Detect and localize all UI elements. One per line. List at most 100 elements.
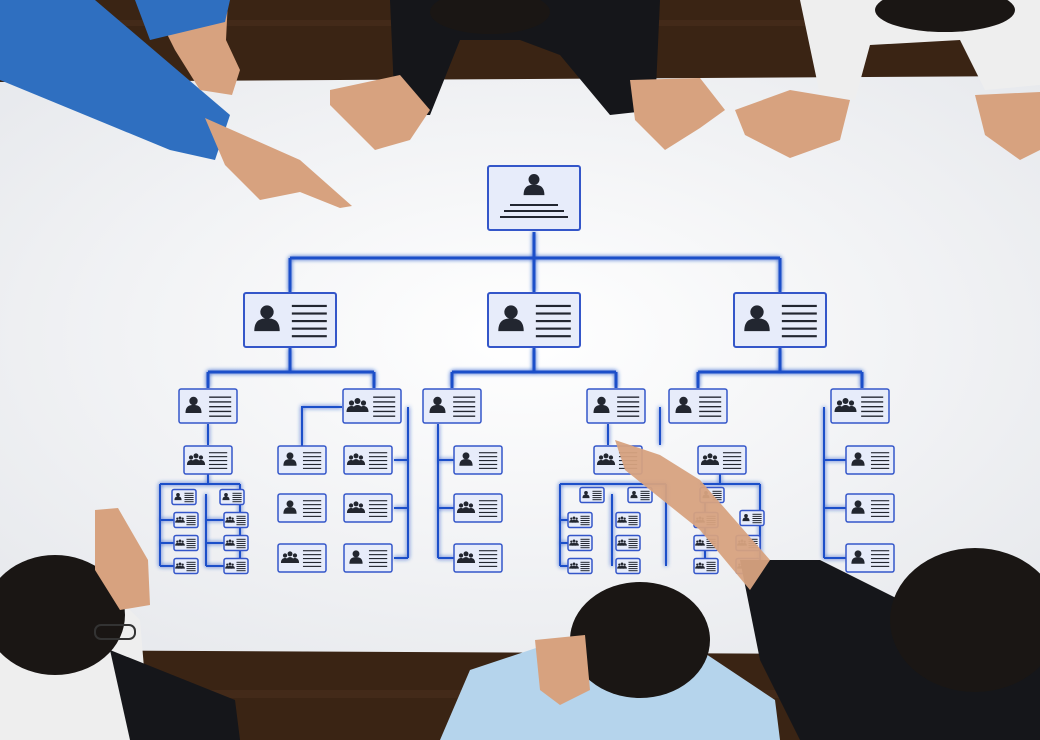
staff-card xyxy=(277,445,327,475)
member-card xyxy=(173,557,199,575)
member-card xyxy=(615,534,641,552)
member-card xyxy=(223,511,249,529)
text-lines-icon xyxy=(209,396,232,417)
text-lines-icon xyxy=(640,490,650,501)
manager-card-center xyxy=(487,292,581,348)
text-lines-icon xyxy=(628,561,638,572)
member-card xyxy=(739,509,765,527)
member-card xyxy=(579,486,605,504)
person-top-left-blue-shirt xyxy=(0,0,352,208)
text-lines-icon xyxy=(628,538,638,549)
member-card xyxy=(173,511,199,529)
text-lines-icon xyxy=(628,515,638,526)
text-lines-icon xyxy=(368,500,388,517)
text-lines-icon xyxy=(186,561,196,572)
text-lines-icon xyxy=(232,492,242,503)
person-top-center-black-shirt xyxy=(330,0,725,150)
connector-branch-3 xyxy=(696,348,864,388)
member-card xyxy=(615,557,641,575)
staff-card xyxy=(845,445,895,475)
team-lead-card xyxy=(178,388,238,424)
person-bottom-left-glasses xyxy=(0,508,240,740)
top-executive-card xyxy=(487,165,581,231)
staff-card xyxy=(183,445,233,475)
text-lines-icon xyxy=(184,492,194,503)
connector-sub-1a xyxy=(159,424,241,566)
person-bottom-center-light-blue-shirt xyxy=(440,582,780,740)
text-lines-icon xyxy=(236,561,246,572)
text-lines-icon xyxy=(186,538,196,549)
staff-card xyxy=(845,543,895,573)
text-lines-icon xyxy=(500,204,568,218)
connector-sub-3a xyxy=(659,407,761,566)
member-card xyxy=(567,557,593,575)
text-lines-icon xyxy=(580,561,590,572)
connector-manager-drops xyxy=(288,258,782,292)
text-lines-icon xyxy=(302,452,322,469)
text-lines-icon xyxy=(236,515,246,526)
text-lines-icon xyxy=(580,515,590,526)
text-lines-icon xyxy=(302,550,322,567)
text-lines-icon xyxy=(302,500,322,517)
member-card xyxy=(627,486,653,504)
team-lead-card xyxy=(668,388,728,424)
staff-card xyxy=(697,445,747,475)
team-lead-card xyxy=(342,388,402,424)
text-lines-icon xyxy=(781,304,817,338)
text-lines-icon xyxy=(535,304,571,338)
connector-sub-1c xyxy=(301,406,409,559)
connector-sub-1b xyxy=(160,494,224,567)
connector-branch-1 xyxy=(206,348,376,388)
person-top-right-white-shirt xyxy=(735,0,1040,160)
text-lines-icon xyxy=(870,452,890,469)
connector-sub-2a xyxy=(437,424,455,559)
text-lines-icon xyxy=(478,452,498,469)
member-card xyxy=(223,534,249,552)
text-lines-icon xyxy=(580,538,590,549)
text-lines-icon xyxy=(722,452,742,469)
text-lines-icon xyxy=(478,500,498,517)
connector-sub-3b xyxy=(823,407,848,559)
text-lines-icon xyxy=(617,396,640,417)
text-lines-icon xyxy=(870,550,890,567)
member-card xyxy=(615,511,641,529)
staff-card xyxy=(845,493,895,523)
text-lines-icon xyxy=(752,513,762,524)
staff-card xyxy=(277,493,327,523)
text-lines-icon xyxy=(453,396,476,417)
text-lines-icon xyxy=(699,396,722,417)
staff-card xyxy=(343,543,393,573)
org-chart-cards xyxy=(171,165,895,575)
text-lines-icon xyxy=(368,550,388,567)
staff-card xyxy=(277,543,327,573)
text-lines-icon xyxy=(236,538,246,549)
org-chart-connectors xyxy=(159,232,864,567)
team-lead-card xyxy=(830,388,890,424)
text-lines-icon xyxy=(368,452,388,469)
member-card xyxy=(567,511,593,529)
staff-card xyxy=(343,493,393,523)
staff-card xyxy=(453,493,503,523)
connector-branch-2 xyxy=(450,348,618,388)
member-card xyxy=(567,534,593,552)
connector-sub-2b xyxy=(559,424,667,567)
member-card xyxy=(219,488,245,506)
text-lines-icon xyxy=(870,500,890,517)
text-lines-icon xyxy=(291,304,327,338)
staff-card xyxy=(343,445,393,475)
member-card xyxy=(173,534,199,552)
manager-card-left xyxy=(243,292,337,348)
text-lines-icon xyxy=(186,515,196,526)
text-lines-icon xyxy=(706,561,716,572)
text-lines-icon xyxy=(592,490,602,501)
member-card xyxy=(693,557,719,575)
text-lines-icon xyxy=(208,452,228,469)
person-bottom-right-black-shirt xyxy=(615,440,1040,740)
team-lead-card xyxy=(422,388,482,424)
white-table-surface xyxy=(0,76,1040,655)
member-card xyxy=(223,557,249,575)
team-lead-card xyxy=(586,388,646,424)
staff-card xyxy=(453,445,503,475)
text-lines-icon xyxy=(861,396,884,417)
